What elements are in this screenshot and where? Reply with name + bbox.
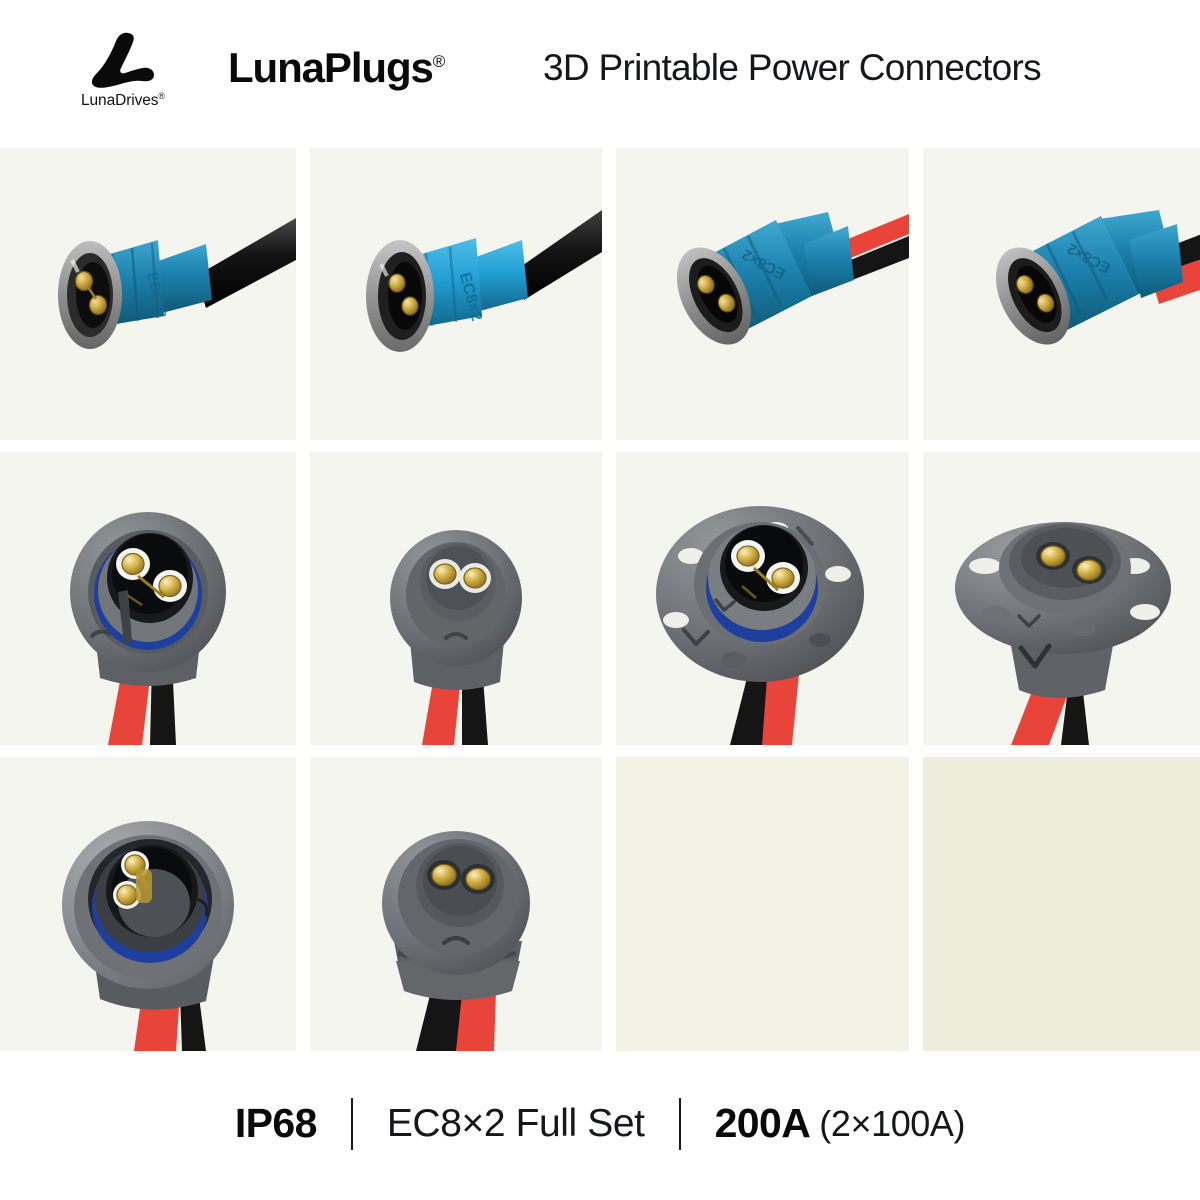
brand-title: LunaPlugs® [228,44,446,91]
connector-illustration-plug-straight-angled: EC8×2 [366,210,602,352]
gallery-cell-panel-flange-socket-angled[interactable] [923,452,1200,745]
gallery-cell-female-socket-front-oring[interactable] [0,452,296,745]
connector-illustration-socket-front-oring [70,512,226,745]
spec-ip-rating: IP68 [234,1100,318,1146]
spec-product-name: EC8×2 Full Set [386,1101,645,1145]
product-image-grid: EC8×2 [0,148,1200,1063]
gallery-cell-male-plug-straight-side-black-cable[interactable]: EC8×2 [0,148,296,440]
connector-illustration-socket-tilted-ring [62,821,234,1051]
connector-illustration-flange-socket-front [656,506,864,745]
gallery-cell-male-plug-right-angle-cropped[interactable]: EC8×2 [923,148,1200,440]
connector-illustration-flange-socket-angled [955,522,1171,745]
header-tagline: 3D Printable Power Connectors [543,47,1042,88]
page-header: LunaDrives® LunaPlugs® 3D Printable Powe… [0,0,1200,148]
gallery-cell-male-plug-straight-angled-black-cable[interactable]: EC8×2 [310,148,602,440]
connector-illustration-plug-right-angle-cropped: EC8×2 [995,210,1200,345]
connector-illustration-socket-threaded [382,831,530,1051]
lunadrives-swoosh-logo-icon [91,32,154,88]
spec-row: IP68 EC8×2 Full Set 200A (2×100A) [234,1097,966,1150]
spec-divider-1 [350,1097,353,1150]
gallery-cell-female-socket-threaded[interactable] [310,757,602,1051]
connector-illustration-socket-front-plain [390,530,522,745]
spec-current-detail: (2×100A) [819,1102,966,1144]
connector-illustration-plug-right-angle: EC8×2 [676,212,909,345]
spec-current-rating: 200A [714,1100,811,1146]
lunadrives-wordmark: LunaDrives® [81,91,165,110]
gallery-cell-female-socket-tilted-ring[interactable] [0,757,296,1051]
gallery-cell-empty-slot-11 [616,757,909,1051]
gallery-cell-panel-flange-socket-front[interactable] [616,452,909,745]
gallery-cell-female-socket-front-plain[interactable] [310,452,602,745]
spec-divider-2 [678,1097,681,1150]
gallery-cell-empty-slot-12 [923,757,1200,1051]
lunadrives-logo: LunaDrives® [58,28,188,110]
spec-footer: IP68 EC8×2 Full Set 200A (2×100A) [0,1063,1200,1200]
connector-illustration-plug-straight-side: EC8×2 [58,218,296,349]
gallery-cell-male-plug-right-angle[interactable]: EC8×2 [616,148,909,440]
